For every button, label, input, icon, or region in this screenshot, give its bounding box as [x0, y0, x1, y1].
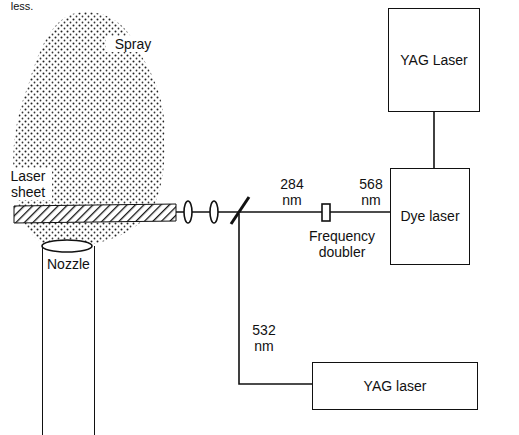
beam [239, 214, 312, 384]
beam [176, 211, 390, 213]
wavelength-label: 284 nm [274, 176, 310, 208]
wavelength-label: 532 nm [246, 322, 282, 354]
frequency-doubler [322, 204, 330, 221]
connector [434, 112, 435, 168]
part-name: Laser sheet [4, 168, 52, 200]
lens [184, 201, 192, 223]
laser-box: YAG laser [312, 362, 478, 410]
laser-box: YAG Laser [388, 8, 480, 112]
nozzle: Nozzle [42, 246, 95, 435]
nozzle-top [42, 240, 92, 252]
node-text: Nozzle [47, 256, 90, 272]
node-text: YAG laser [364, 378, 427, 394]
laser-sheet [14, 204, 176, 223]
node-text: YAG Laser [400, 52, 467, 68]
laser-box: Dye laser [390, 168, 470, 265]
cropped-text: less. [2, 0, 42, 13]
node-text: Dye laser [400, 208, 459, 224]
part-name: Spray [106, 36, 160, 52]
mirror [231, 197, 249, 224]
lens [210, 201, 218, 223]
wavelength-label: 568 nm [354, 176, 388, 208]
part-name: Frequency doubler [300, 228, 384, 260]
